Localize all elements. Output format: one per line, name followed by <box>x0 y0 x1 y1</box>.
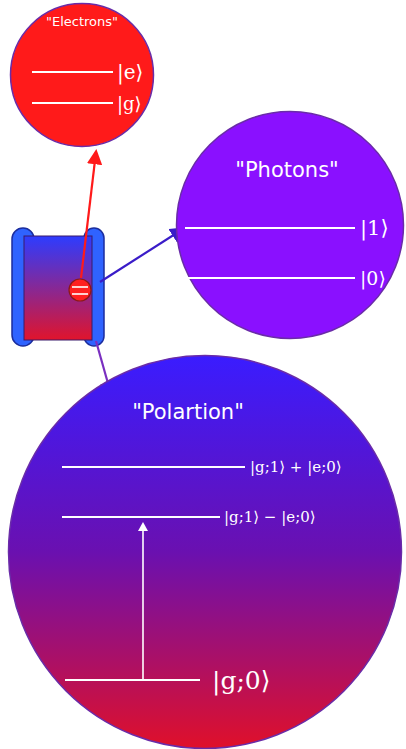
atom-level <box>72 293 88 295</box>
energy-level <box>65 679 200 681</box>
energy-level <box>185 227 355 229</box>
state-circle: "Electrons" |e⟩ |g⟩ <box>9 2 155 148</box>
atom <box>69 279 91 301</box>
energy-level <box>32 102 113 104</box>
pointer-arrow <box>100 229 183 282</box>
energy-level <box>32 71 113 73</box>
circle-shape <box>9 356 402 749</box>
circle-title: "Photons" <box>235 158 338 182</box>
cavity-body <box>24 236 92 340</box>
circle-title: "Electrons" <box>46 14 118 29</box>
level-label: |0⟩ <box>360 267 386 289</box>
arrow-head <box>138 522 148 531</box>
level-label: |g;0⟩ <box>212 666 271 695</box>
state-circle: "Polartion" |g;1⟩ + |e;0⟩ |g;1⟩ − |e;0⟩ |g;… <box>7 354 403 749</box>
energy-level <box>62 466 245 468</box>
energy-level <box>62 516 220 518</box>
pointer-arrow <box>81 152 96 278</box>
energy-level <box>185 277 355 279</box>
circle-shape <box>177 112 404 339</box>
state-circle: "Photons" |1⟩ |0⟩ <box>175 110 405 340</box>
level-label: |e⟩ <box>117 60 143 84</box>
level-label: |g;1⟩ + |e;0⟩ <box>250 458 342 476</box>
level-label: |g⟩ <box>117 93 142 114</box>
transition-arrow <box>142 530 144 680</box>
level-label: |g;1⟩ − |e;0⟩ <box>224 508 316 526</box>
circle-shape <box>11 4 154 147</box>
level-label: |1⟩ <box>360 216 389 240</box>
atom-level <box>72 286 88 288</box>
circle-title: "Polartion" <box>132 400 244 424</box>
